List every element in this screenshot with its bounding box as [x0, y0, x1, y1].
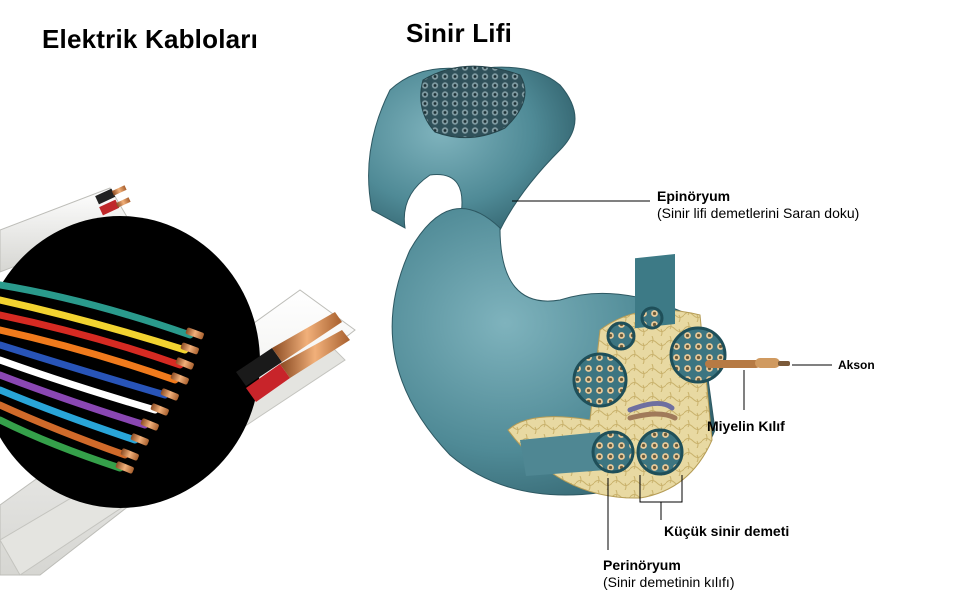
miyelin-label: Miyelin Kılıf — [707, 418, 785, 435]
perinoryum-title: Perinöryum — [603, 557, 681, 573]
axon-extension — [705, 358, 790, 368]
nerve-fiber-illustration — [368, 65, 790, 499]
flat-cable-conductors — [236, 312, 350, 402]
electric-cable-illustration — [0, 185, 356, 576]
akson-label: Akson — [838, 358, 875, 372]
fascicle-medium — [572, 352, 628, 408]
perinoryum-label: Perinöryum (Sinir demetinin kılıfı) — [603, 557, 734, 591]
nerve-fiber-title: Sinir Lifi — [406, 18, 512, 48]
colored-conductors — [0, 281, 194, 472]
epinoryum-subtitle: (Sinir lifi demetlerini Saran doku) — [657, 205, 860, 221]
perinoryum-subtitle: (Sinir demetinin kılıfı) — [603, 574, 735, 590]
epinoryum-label: Epinöryum (Sinir lifi demetlerini Saran … — [657, 188, 859, 222]
fascicle-bottom-left — [520, 430, 635, 476]
kucuk-demet-label: Küçük sinir demeti — [664, 523, 789, 540]
kucuk-demet-title: Küçük sinir demeti — [664, 523, 790, 539]
copper-tips — [115, 327, 204, 474]
top-wire-ends — [95, 185, 131, 216]
fascicle-top — [606, 306, 664, 351]
leader-lines — [512, 200, 832, 550]
fascicle-bottom-right — [636, 428, 684, 476]
epinoryum-title: Epinöryum — [657, 188, 731, 204]
miyelin-title: Miyelin Kılıf — [707, 418, 785, 434]
electric-cable-title: Elektrik Kabloları — [42, 24, 259, 54]
